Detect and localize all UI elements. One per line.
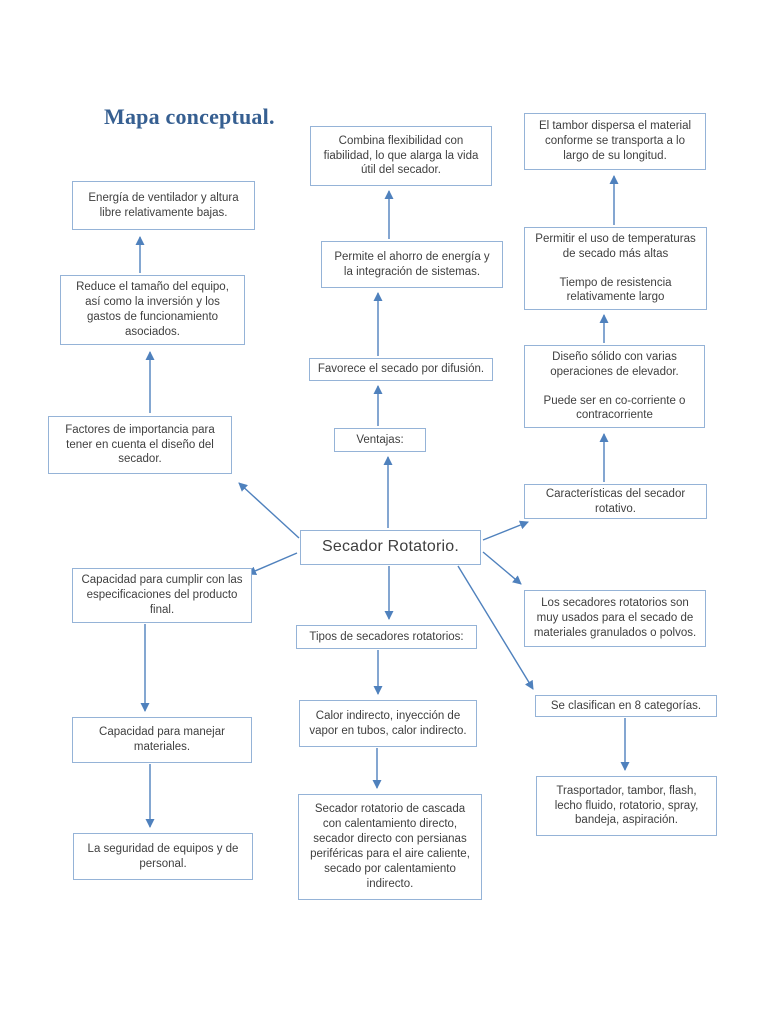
node-permitir-parrafo-1: Permitir el uso de temperaturas de secad… — [535, 232, 696, 260]
node-favorece-difusion: Favorece el secado por difusión. — [309, 358, 493, 381]
node-diseno-solido: Diseño sólido con varias operaciones de … — [524, 345, 705, 428]
arrow-secador-to-capacidad-producto — [247, 552, 298, 575]
node-secador-rotatorio-central: Secador Rotatorio. — [300, 530, 481, 565]
node-reduce-tamano: Reduce el tamaño del equipo, así como la… — [60, 275, 245, 345]
arrow-secador-to-factores — [238, 482, 300, 539]
node-lista-categorias: Trasportador, tambor, flash, lecho fluid… — [536, 776, 717, 836]
node-secador-cascada: Secador rotatorio de cascada con calenta… — [298, 794, 482, 900]
node-diseno-parrafo-1: Diseño sólido con varias operaciones de … — [550, 350, 679, 378]
node-permitir-temperaturas: Permitir el uso de temperaturas de secad… — [524, 227, 707, 310]
node-seguridad: La seguridad de equipos y de personal. — [73, 833, 253, 880]
node-diseno-parrafo-2: Puede ser en co-corriente o contracorrie… — [543, 394, 686, 422]
node-permite-ahorro: Permite el ahorro de energía y la integr… — [321, 241, 503, 288]
node-capacidad-producto: Capacidad para cumplir con las especific… — [72, 568, 252, 623]
node-usados-granulados: Los secadores rotatorios son muy usados … — [524, 590, 706, 647]
node-ventajas: Ventajas: — [334, 428, 426, 452]
arrow-secador-to-caracteristicas — [482, 520, 529, 541]
arrow-secador-to-usados — [482, 551, 522, 585]
node-capacidad-manejar: Capacidad para manejar materiales. — [72, 717, 252, 763]
node-permitir-parrafo-2: Tiempo de resistencia relativamente larg… — [559, 276, 672, 304]
node-tambor-dispersa: El tambor dispersa el material conforme … — [524, 113, 706, 170]
node-energia-ventilador: Energía de ventilador y altura libre rel… — [72, 181, 255, 230]
node-tipos-secadores: Tipos de secadores rotatorios: — [296, 625, 477, 649]
page-title: Mapa conceptual. — [104, 104, 275, 129]
node-combina-flexibilidad: Combina flexibilidad con fiabilidad, lo … — [310, 126, 492, 186]
node-clasifican-categorias: Se clasifican en 8 categorías. — [535, 695, 717, 717]
node-caracteristicas: Características del secador rotativo. — [524, 484, 707, 519]
node-factores-importancia: Factores de importancia para tener en cu… — [48, 416, 232, 474]
node-calor-indirecto: Calor indirecto, inyección de vapor en t… — [299, 700, 477, 747]
